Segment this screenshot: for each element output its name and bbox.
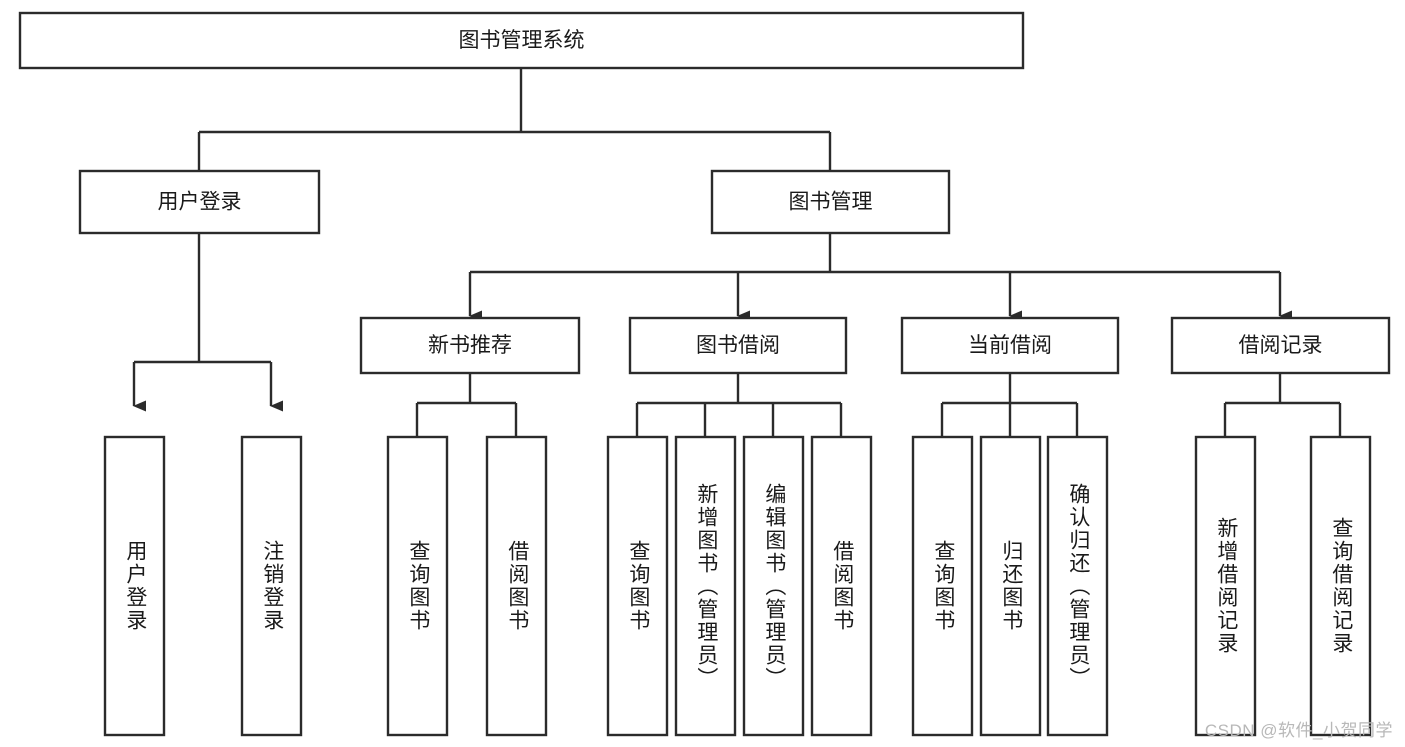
connector-layer [132, 68, 1352, 453]
node-leaf-borrow-book-b-box[interactable] [810, 435, 873, 737]
node-leaf-edit-book-box[interactable] [742, 435, 805, 737]
node-new-book-recommend-box[interactable] [359, 316, 581, 375]
node-borrow-record-box[interactable] [1170, 316, 1391, 375]
node-current-borrow-label: 当前借阅 [968, 334, 1052, 357]
node-leaf-query-book-a-box[interactable] [386, 435, 449, 737]
node-leaf-user-login-box[interactable] [103, 435, 166, 737]
node-borrow-record-label: 借阅记录 [1239, 334, 1323, 357]
node-leaf-user-logout-box[interactable] [240, 435, 303, 737]
node-leaf-confirm-return-box[interactable] [1046, 435, 1109, 737]
node-book-manage-label: 图书管理 [789, 191, 873, 214]
node-new-book-recommend-label: 新书推荐 [428, 334, 512, 357]
watermark-text: CSDN @软件_小贺同学 [1204, 721, 1393, 740]
node-user-login-label: 用户登录 [158, 191, 242, 214]
node-book-manage-box[interactable] [710, 169, 951, 235]
node-current-borrow-box[interactable] [900, 316, 1120, 375]
node-leaf-query-book-c-box[interactable] [911, 435, 974, 737]
node-leaf-return-book-box[interactable] [979, 435, 1042, 737]
node-root-box[interactable] [18, 11, 1025, 70]
node-user-login-box[interactable] [78, 169, 321, 235]
node-root-label: 图书管理系统 [459, 29, 585, 52]
node-box-layer [18, 11, 1391, 737]
node-book-borrow-label: 图书借阅 [696, 334, 780, 357]
node-leaf-query-book-b-box[interactable] [606, 435, 669, 737]
node-leaf-add-record-box[interactable] [1194, 435, 1257, 737]
node-leaf-borrow-book-a-box[interactable] [485, 435, 548, 737]
node-book-borrow-box[interactable] [628, 316, 848, 375]
node-leaf-add-book-box[interactable] [674, 435, 737, 737]
node-leaf-query-record-box[interactable] [1309, 435, 1372, 737]
